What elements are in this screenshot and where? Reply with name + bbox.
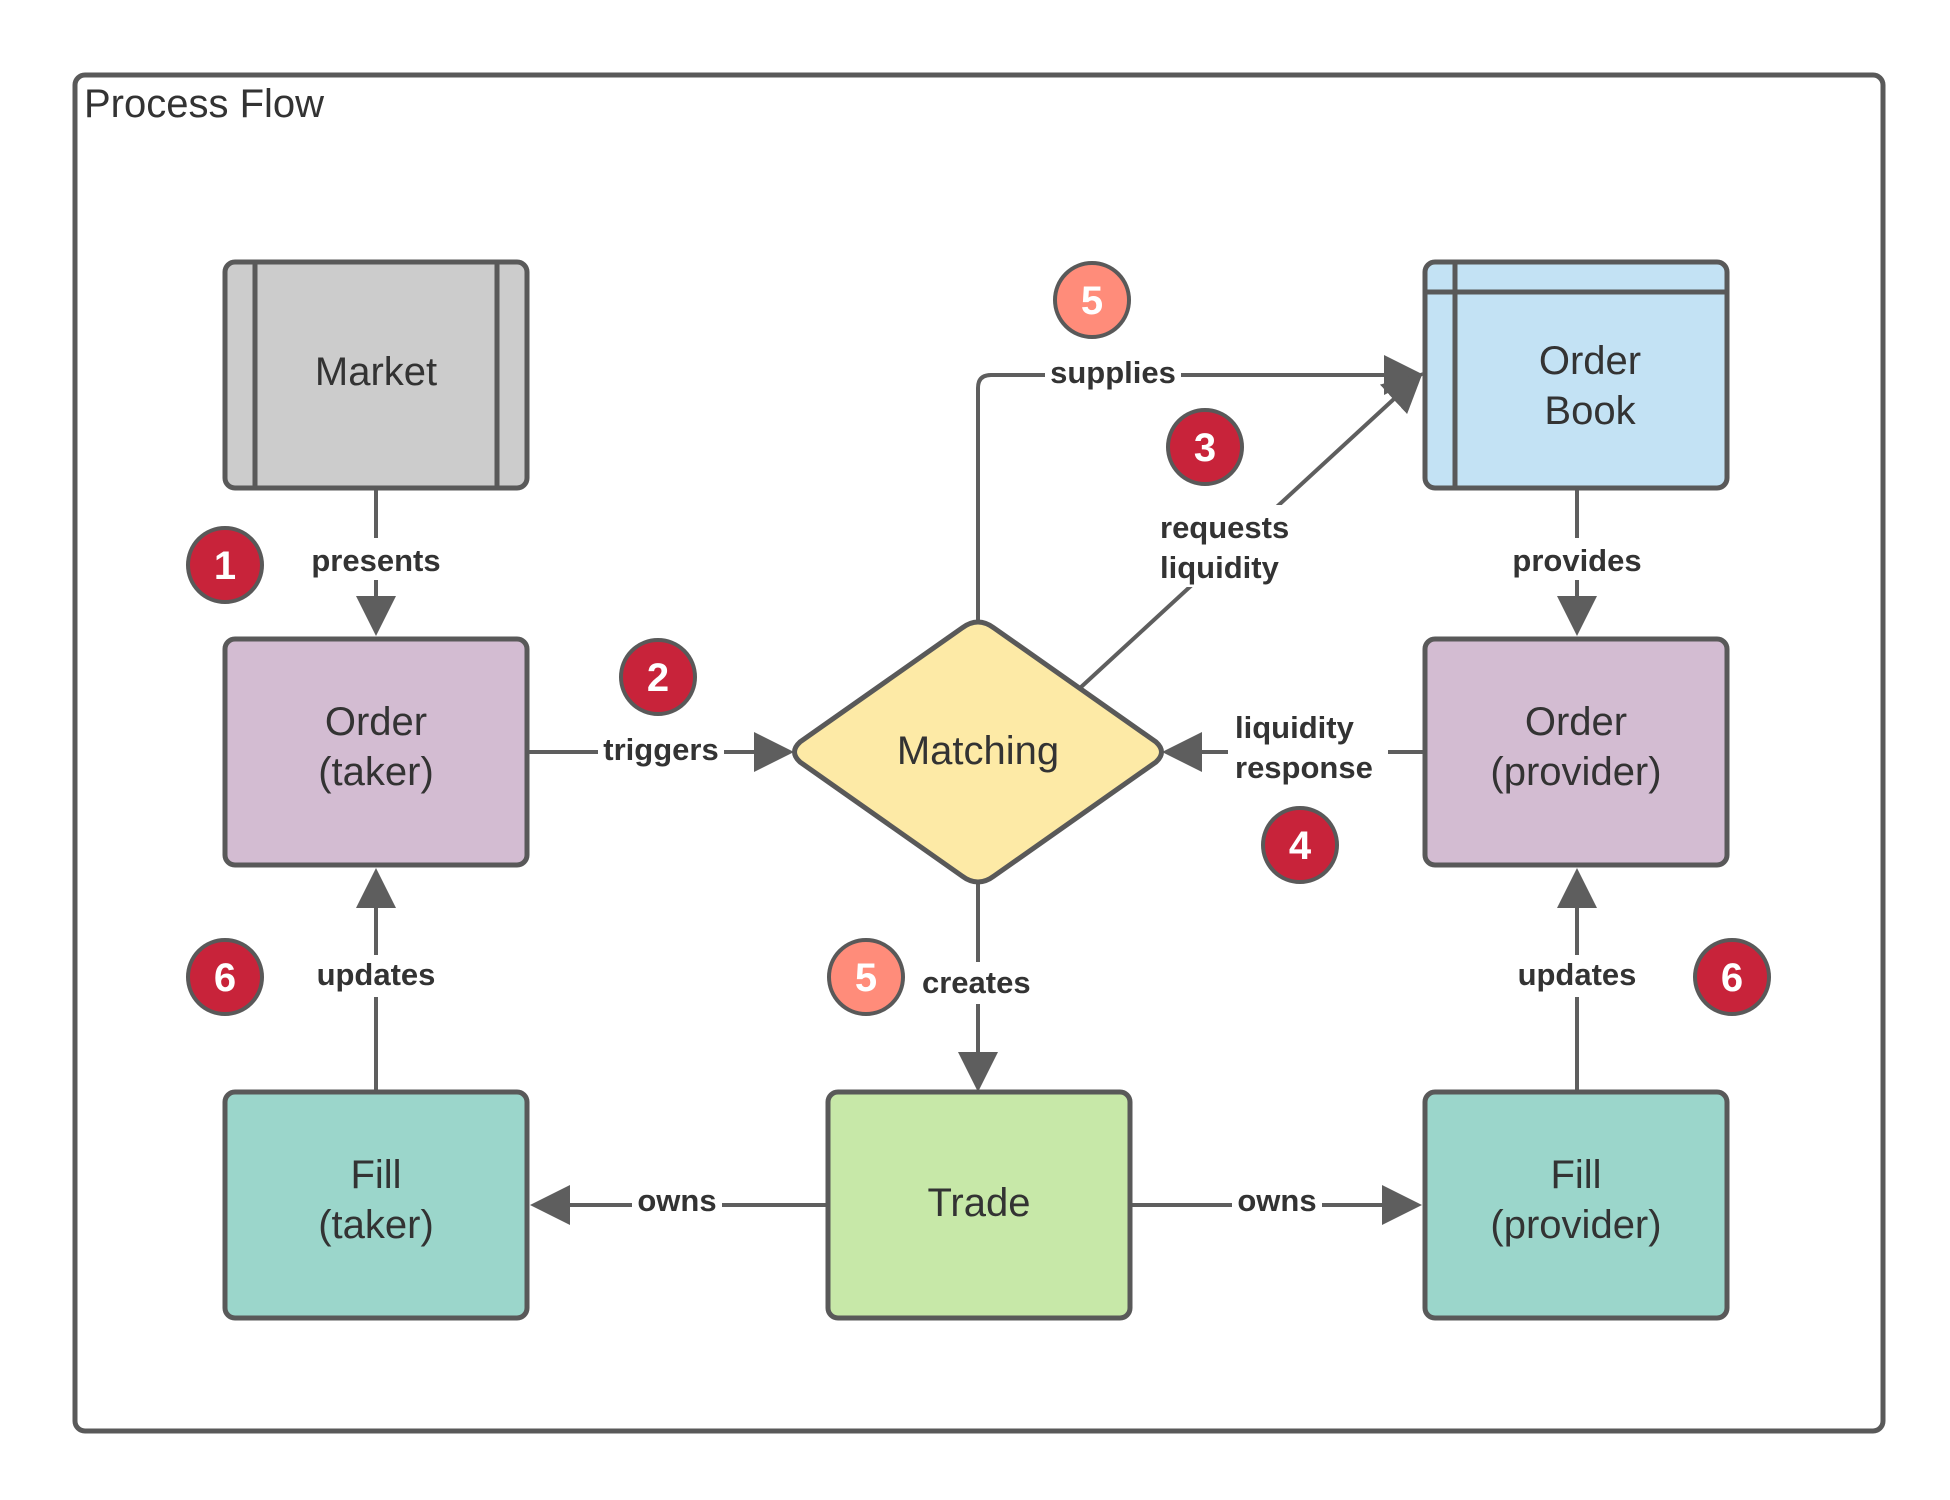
process-flow-frame <box>72 72 1886 1434</box>
step-badge-5-creates: 5 <box>827 938 905 1016</box>
node-trade-label: Trade <box>927 1181 1030 1225</box>
edge-label-owns-taker: owns <box>637 1183 716 1218</box>
node-market-label: Market <box>315 350 437 394</box>
edge-label-requests-liquidity-line1: requests <box>1160 510 1289 545</box>
node-matching[interactable]: Matching <box>792 619 1164 885</box>
svg-text:6: 6 <box>214 956 236 1000</box>
node-matching-label: Matching <box>897 729 1059 773</box>
node-fill-provider-label-line2: (provider) <box>1490 1203 1661 1247</box>
node-trade[interactable]: Trade <box>825 1089 1133 1321</box>
node-order-provider-label-line2: (provider) <box>1490 750 1661 794</box>
edge-label-triggers: triggers <box>603 732 718 767</box>
node-fill-taker-label-line2: (taker) <box>318 1203 434 1247</box>
step-badge-1: 1 <box>186 526 264 604</box>
svg-text:3: 3 <box>1194 426 1216 470</box>
node-order-provider[interactable]: Order (provider) <box>1422 636 1730 868</box>
edge-label-updates-taker: updates <box>317 957 436 992</box>
step-badge-5-supplies: 5 <box>1053 261 1131 339</box>
edge-label-requests-liquidity-line2: liquidity <box>1160 550 1280 585</box>
node-order-provider-label-line1: Order <box>1525 700 1627 744</box>
edge-supplies <box>976 355 1424 622</box>
edge-label-provides: provides <box>1512 543 1641 578</box>
node-order-taker[interactable]: Order (taker) <box>222 636 530 868</box>
svg-text:2: 2 <box>647 656 669 700</box>
svg-text:6: 6 <box>1721 956 1743 1000</box>
node-order-book-label-line1: Order <box>1539 339 1641 383</box>
edge-label-updates-provider: updates <box>1518 957 1637 992</box>
node-order-book[interactable]: Order Book <box>1422 259 1730 491</box>
node-fill-taker[interactable]: Fill (taker) <box>222 1089 530 1321</box>
svg-text:5: 5 <box>1081 279 1103 323</box>
step-badge-3: 3 <box>1166 408 1244 486</box>
step-badge-6-provider: 6 <box>1693 938 1771 1016</box>
step-badge-4: 4 <box>1261 806 1339 884</box>
edge-label-liquidity-response-line2: response <box>1235 750 1373 785</box>
svg-text:4: 4 <box>1289 824 1312 868</box>
edge-label-creates: creates <box>922 965 1031 1000</box>
step-badge-2: 2 <box>619 638 697 716</box>
edge-label-liquidity-response-line1: liquidity <box>1235 710 1355 745</box>
step-badge-6-taker: 6 <box>186 938 264 1016</box>
edge-label-supplies: supplies <box>1050 355 1176 390</box>
node-order-taker-label-line1: Order <box>325 700 427 744</box>
node-order-book-label-line2: Book <box>1544 389 1636 433</box>
frame-title: Process Flow <box>84 82 324 126</box>
node-fill-provider-label-line1: Fill <box>1550 1153 1601 1197</box>
node-order-taker-label-line2: (taker) <box>318 750 434 794</box>
node-fill-taker-label-line1: Fill <box>350 1153 401 1197</box>
edge-label-presents: presents <box>311 543 440 578</box>
edge-label-owns-provider: owns <box>1237 1183 1316 1218</box>
node-market[interactable]: Market <box>222 259 530 491</box>
node-fill-provider[interactable]: Fill (provider) <box>1422 1089 1730 1321</box>
svg-text:1: 1 <box>214 544 236 588</box>
svg-text:5: 5 <box>855 956 877 1000</box>
